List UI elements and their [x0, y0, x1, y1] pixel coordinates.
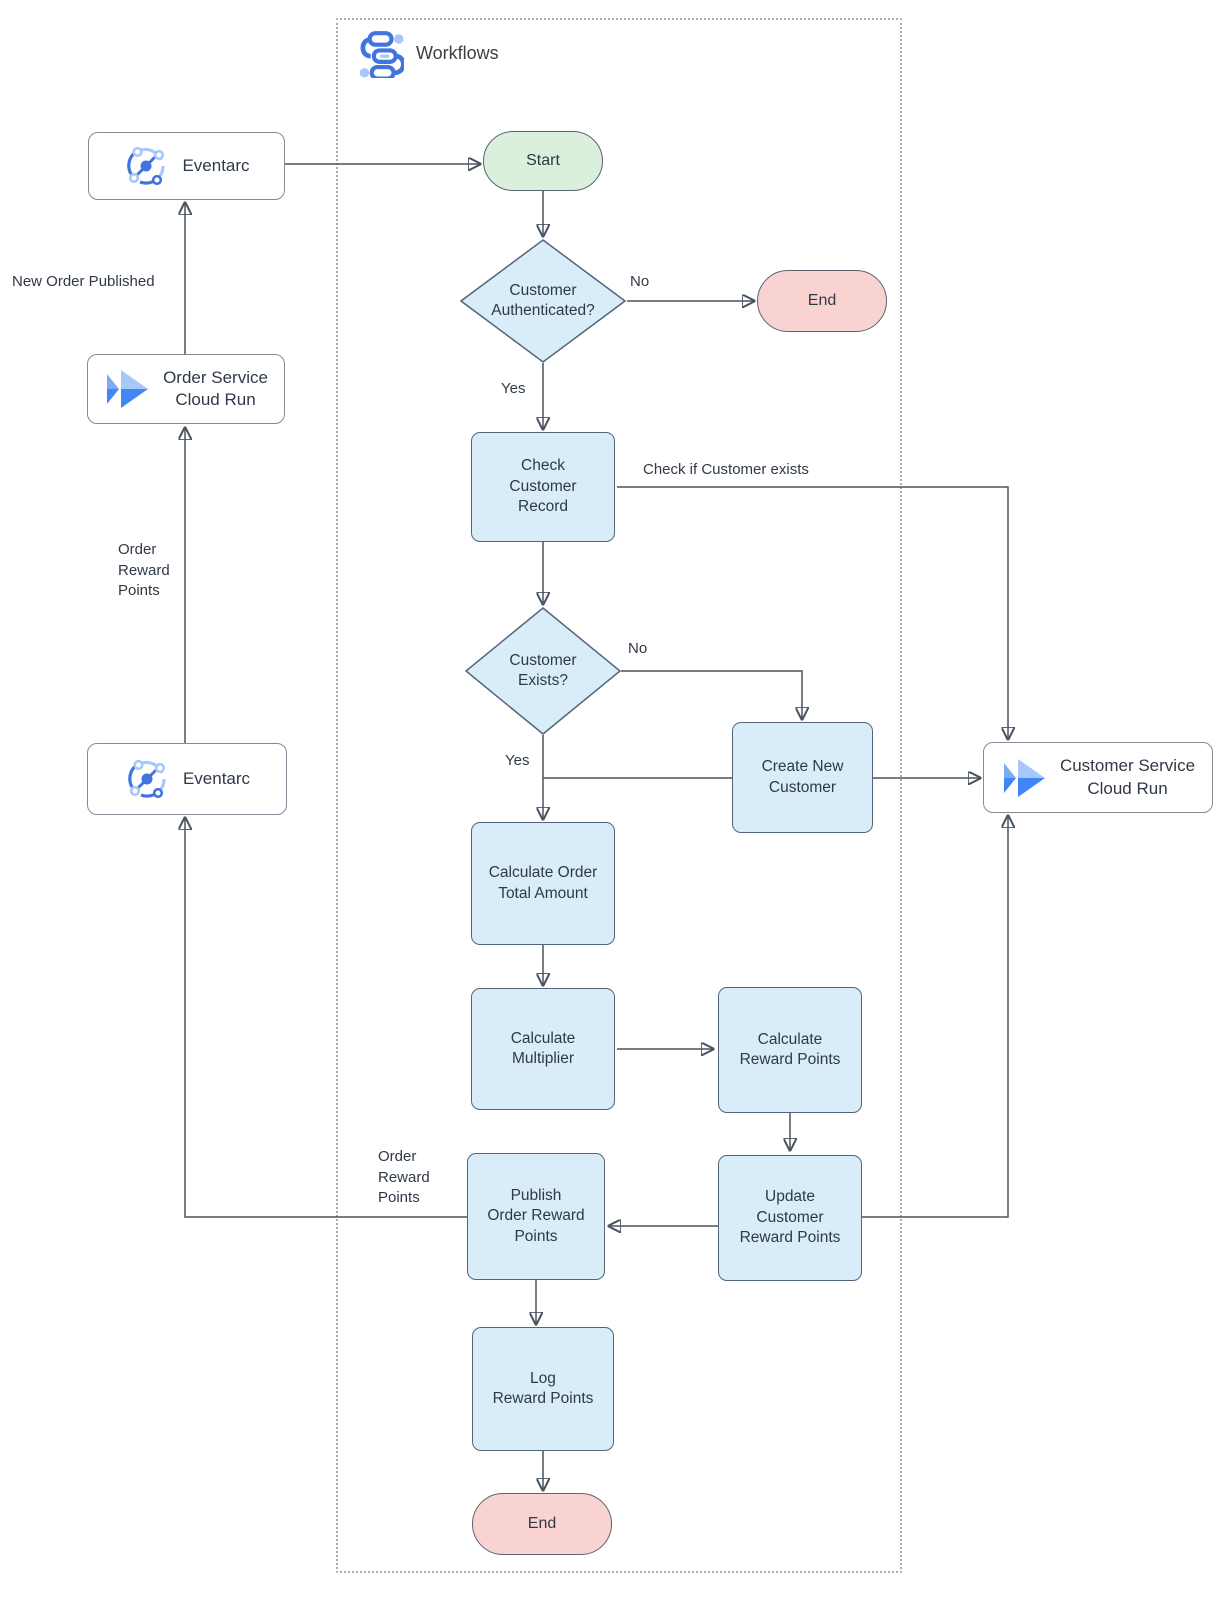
node-calculate-reward-points[interactable]: Calculate Reward Points: [718, 987, 862, 1113]
label-authenticated-yes: Yes: [501, 380, 526, 397]
label-authenticated-no: No: [630, 273, 650, 290]
label-new-order-published: New Order Published: [12, 273, 155, 290]
edge-exists-no-to-create: [621, 670, 802, 719]
node-label: Customer Authenticated?: [491, 281, 595, 319]
node-create-new-customer[interactable]: Create New Customer: [732, 722, 873, 833]
label-order-reward-points-left: Order Reward Points: [118, 541, 170, 600]
node-label: Update Customer Reward Points: [739, 1188, 841, 1247]
edge-publish-to-eventarc: [185, 818, 467, 1218]
node-update-customer-reward-points[interactable]: Update Customer Reward Points: [718, 1155, 862, 1281]
node-label: Calculate Multiplier: [510, 1029, 576, 1067]
node-label: Calculate Reward Points: [739, 1030, 841, 1068]
node-order-service-cloud-run[interactable]: Order Service Cloud Run: [87, 354, 285, 424]
cloud-run-icon: [1003, 758, 1045, 797]
node-log-reward-points[interactable]: Log Reward Points: [472, 1327, 614, 1451]
node-eventarc-bottom[interactable]: Eventarc: [87, 743, 287, 815]
node-end-top[interactable]: End: [757, 270, 887, 332]
label-check-if-customer-exists: Check if Customer exists: [643, 461, 809, 478]
eventarc-icon: [127, 146, 166, 186]
node-label: Customer Exists?: [509, 651, 577, 689]
node-label: Order Service Cloud Run: [163, 367, 268, 409]
node-label: Check Customer Record: [509, 457, 577, 516]
node-label: Log Reward Points: [492, 1369, 594, 1407]
workflows-container: [336, 18, 902, 1573]
node-customer-exists[interactable]: Customer Exists?: [465, 607, 621, 735]
eventarc-icon: [128, 759, 166, 799]
diamond-shape: [465, 607, 621, 735]
node-label: Publish Order Reward Points: [487, 1186, 585, 1245]
node-label: Start: [526, 152, 560, 170]
node-calculate-order-total[interactable]: Calculate Order Total Amount: [471, 822, 615, 945]
workflows-header: Workflows: [354, 28, 499, 78]
node-customer-service-cloud-run[interactable]: Customer Service Cloud Run: [983, 742, 1213, 813]
node-label: End: [807, 292, 837, 310]
edge-update-to-customer-service: [862, 816, 1008, 1218]
cloud-run-icon: [107, 370, 149, 408]
diamond-shape: [460, 239, 626, 363]
node-label: Calculate Order Total Amount: [488, 864, 598, 902]
node-label: Eventarc: [182, 155, 250, 175]
node-label: Customer Service Cloud Run: [1059, 756, 1196, 798]
label-exists-no: No: [628, 640, 648, 657]
node-eventarc-top[interactable]: Eventarc: [88, 132, 285, 200]
node-calculate-multiplier[interactable]: Calculate Multiplier: [471, 988, 615, 1110]
node-label: End: [527, 1515, 557, 1533]
workflows-title: Workflows: [416, 42, 499, 63]
label-exists-yes: Yes: [505, 752, 530, 769]
node-label: Create New Customer: [761, 758, 844, 796]
node-label: Eventarc: [182, 768, 251, 788]
node-start[interactable]: Start: [483, 131, 603, 191]
label-order-reward-points-publish: Order Reward Points: [378, 1148, 430, 1207]
workflows-icon: [359, 31, 404, 78]
node-customer-authenticated[interactable]: Customer Authenticated?: [460, 239, 626, 363]
node-publish-order-reward-points[interactable]: Publish Order Reward Points: [467, 1153, 605, 1280]
edge-check-to-customer-service: [617, 486, 1008, 739]
node-check-customer-record[interactable]: Check Customer Record: [471, 432, 615, 542]
node-end-bottom[interactable]: End: [472, 1493, 612, 1555]
